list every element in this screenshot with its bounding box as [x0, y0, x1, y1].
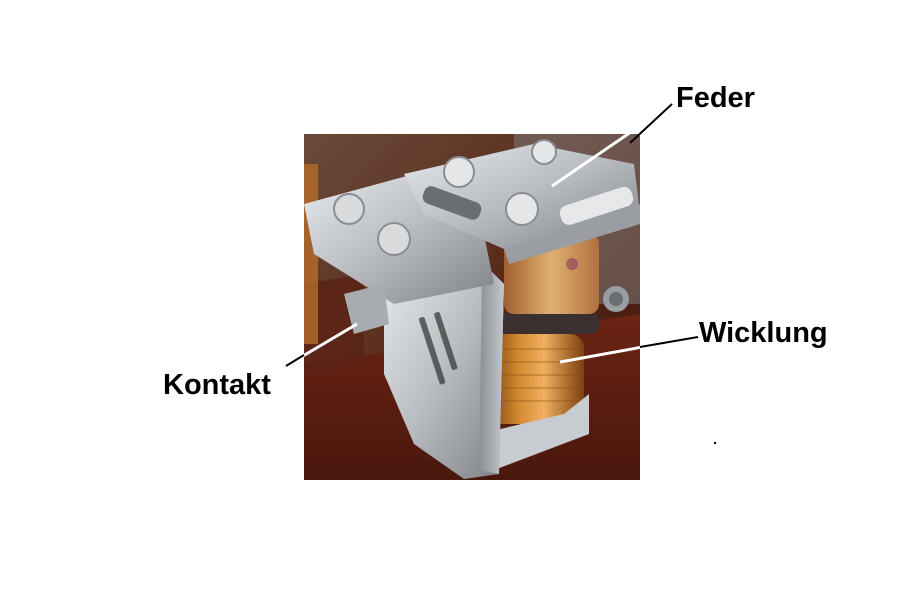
contact	[344, 284, 389, 334]
coil-band	[499, 312, 599, 334]
base-bracket	[479, 394, 589, 470]
label-wicklung: Wicklung	[699, 317, 828, 349]
yoke-plate	[384, 264, 504, 479]
label-feder: Feder	[676, 82, 755, 114]
plate-stamp	[418, 312, 458, 385]
relay-photo-drawing	[304, 134, 640, 480]
relay-photo	[304, 134, 640, 480]
label-kontakt: Kontakt	[163, 369, 271, 401]
kontakt-leader	[285, 354, 305, 367]
stray-dot	[714, 442, 716, 444]
wicklung-leader	[639, 336, 699, 348]
